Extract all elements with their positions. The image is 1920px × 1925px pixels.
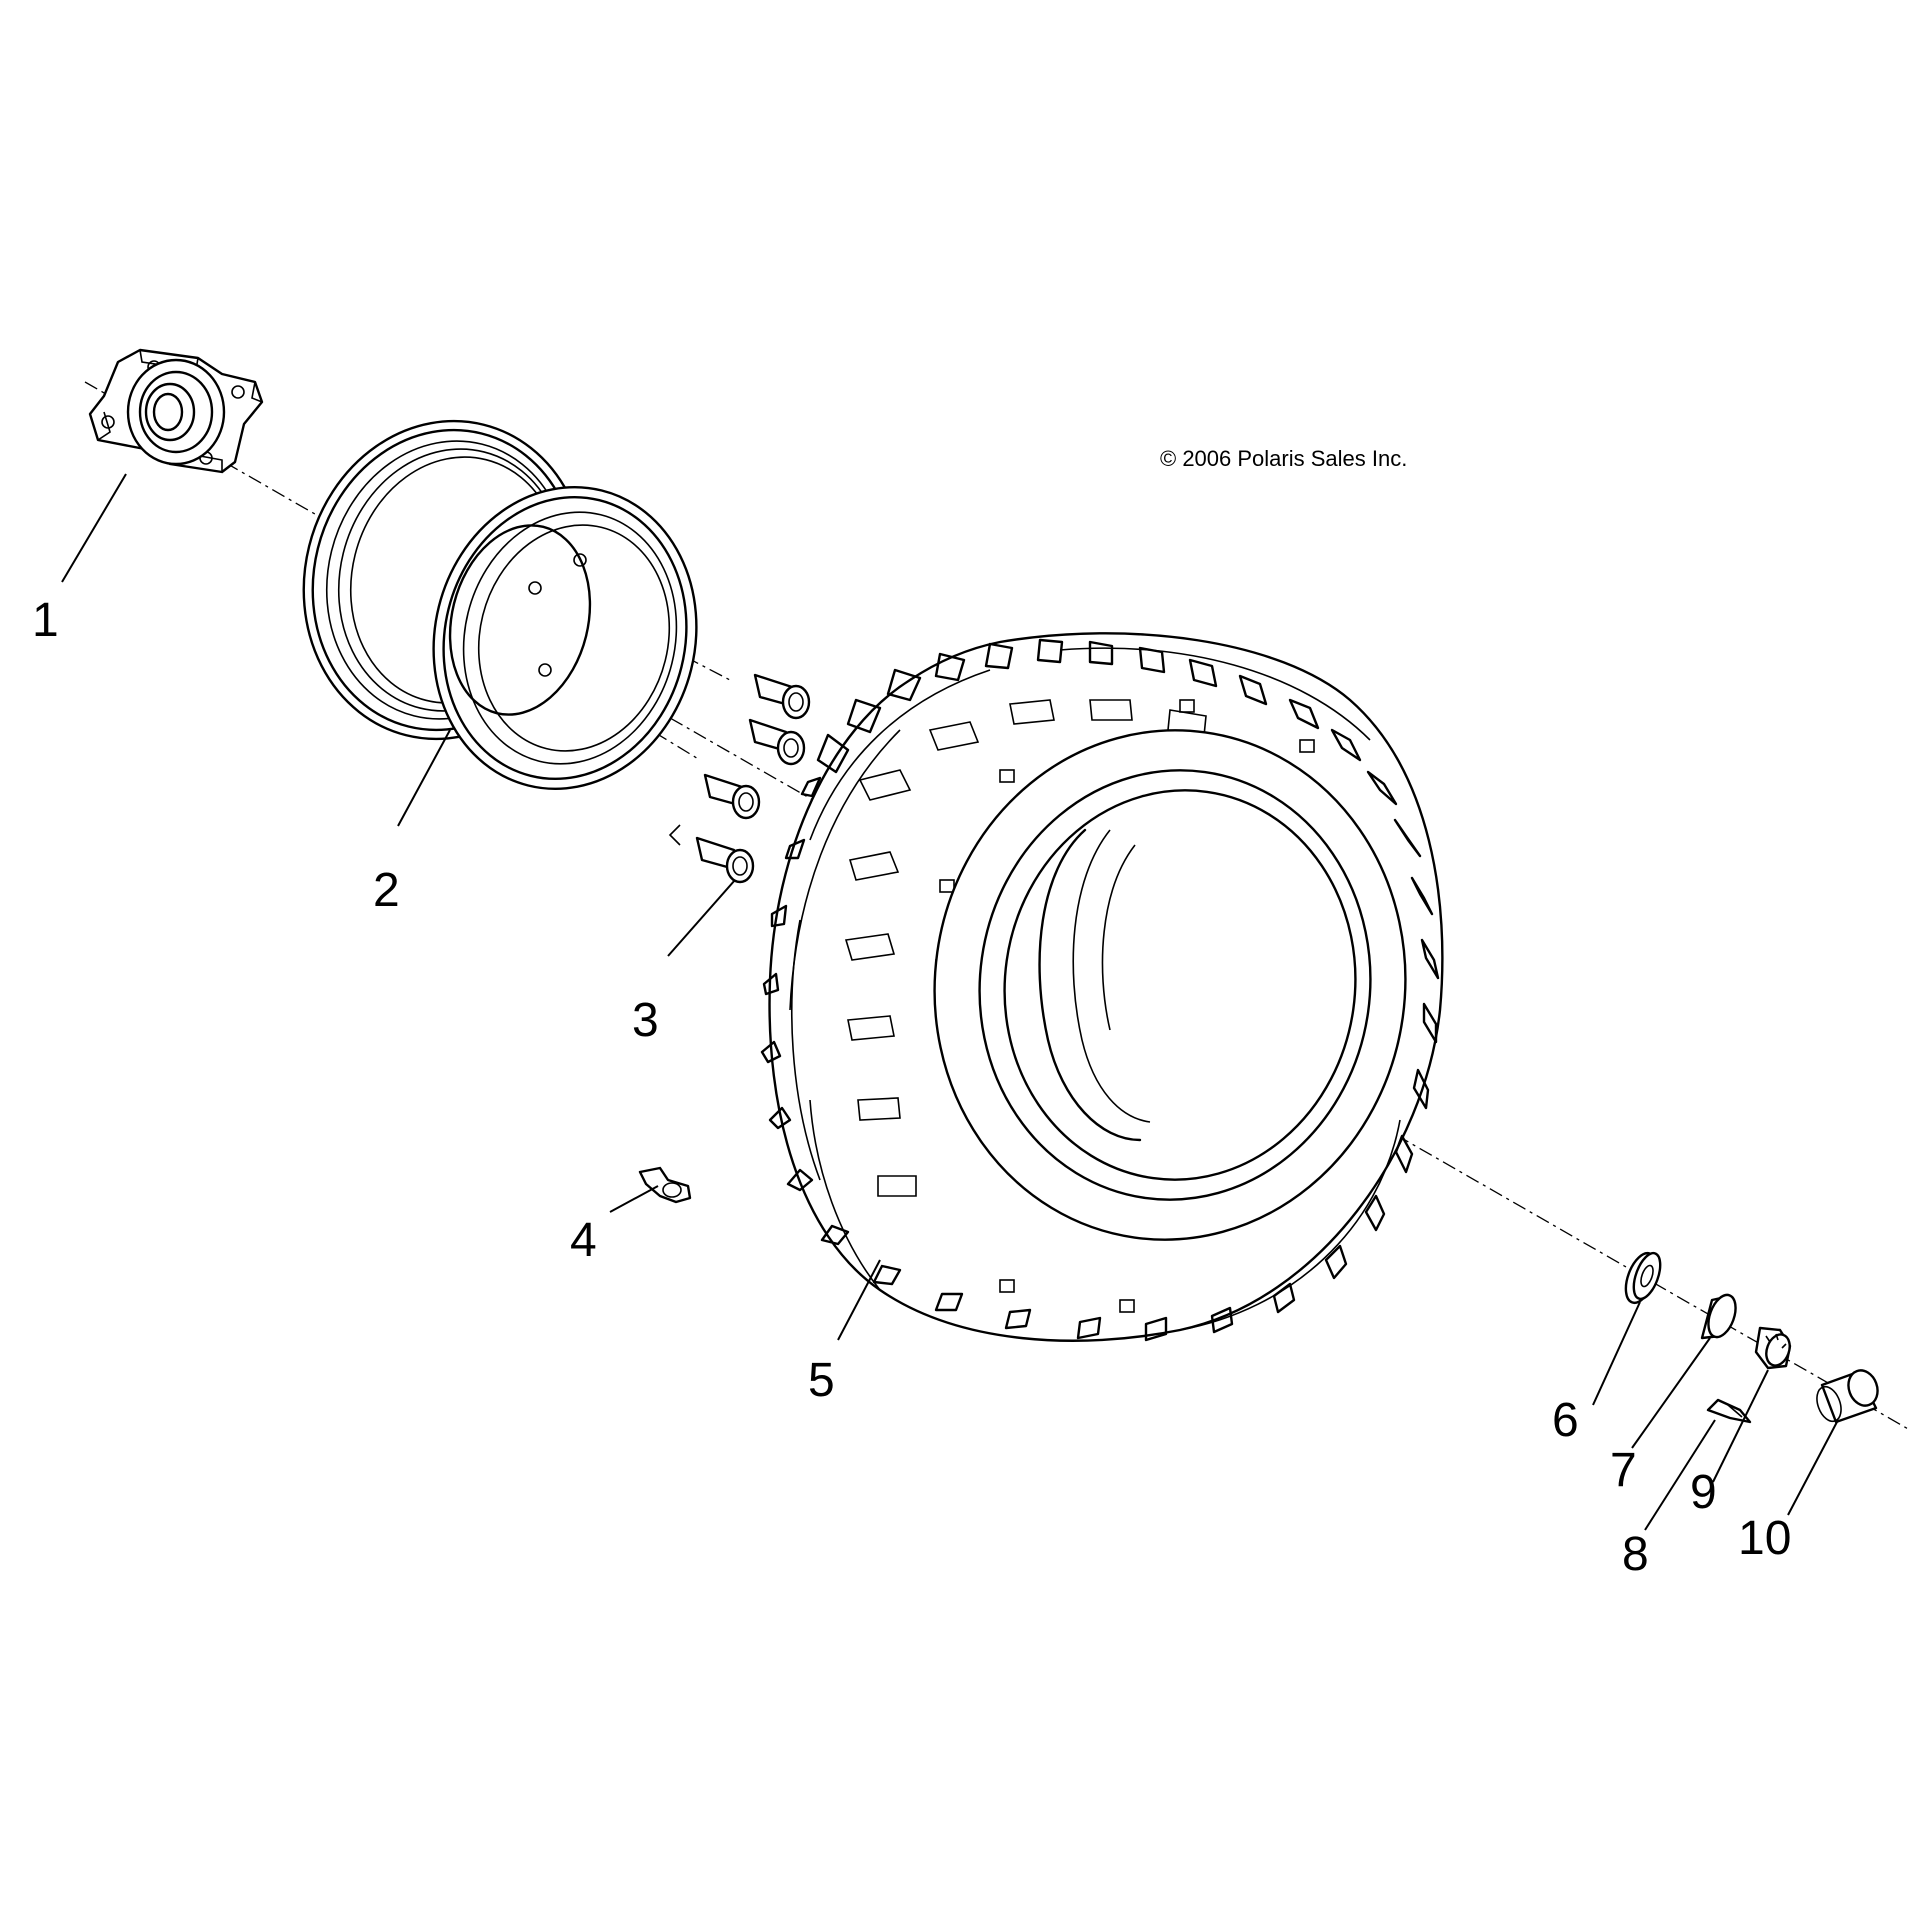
- callout-8: 8: [1622, 1528, 1649, 1581]
- callout-2: 2: [373, 864, 400, 917]
- tire: [760, 632, 1444, 1342]
- cone-washer: [1700, 1293, 1737, 1340]
- lug-nuts: [668, 673, 811, 884]
- callout-5: 5: [808, 1354, 835, 1407]
- callout-6: 6: [1552, 1394, 1579, 1447]
- callout-9: 9: [1690, 1466, 1717, 1519]
- valve-stem: [638, 1166, 692, 1204]
- callout-1: 1: [32, 594, 59, 647]
- callout-3: 3: [632, 994, 659, 1047]
- callout-4: 4: [570, 1214, 597, 1267]
- cotter-pin: [1706, 1398, 1752, 1424]
- washer: [1624, 1251, 1662, 1305]
- leader-lines: [61, 473, 1839, 1531]
- hub: [88, 348, 264, 474]
- callout-10: 10: [1738, 1512, 1791, 1565]
- wheel-rim: [302, 419, 698, 791]
- callout-7: 7: [1610, 1444, 1637, 1497]
- castle-nut: [1754, 1326, 1792, 1370]
- copyright-text: © 2006 Polaris Sales Inc.: [1160, 446, 1407, 471]
- callout-numbers: 1 2 3 4 5 6 7 8 9 10: [32, 594, 1791, 1581]
- hub-cap: [1816, 1369, 1879, 1424]
